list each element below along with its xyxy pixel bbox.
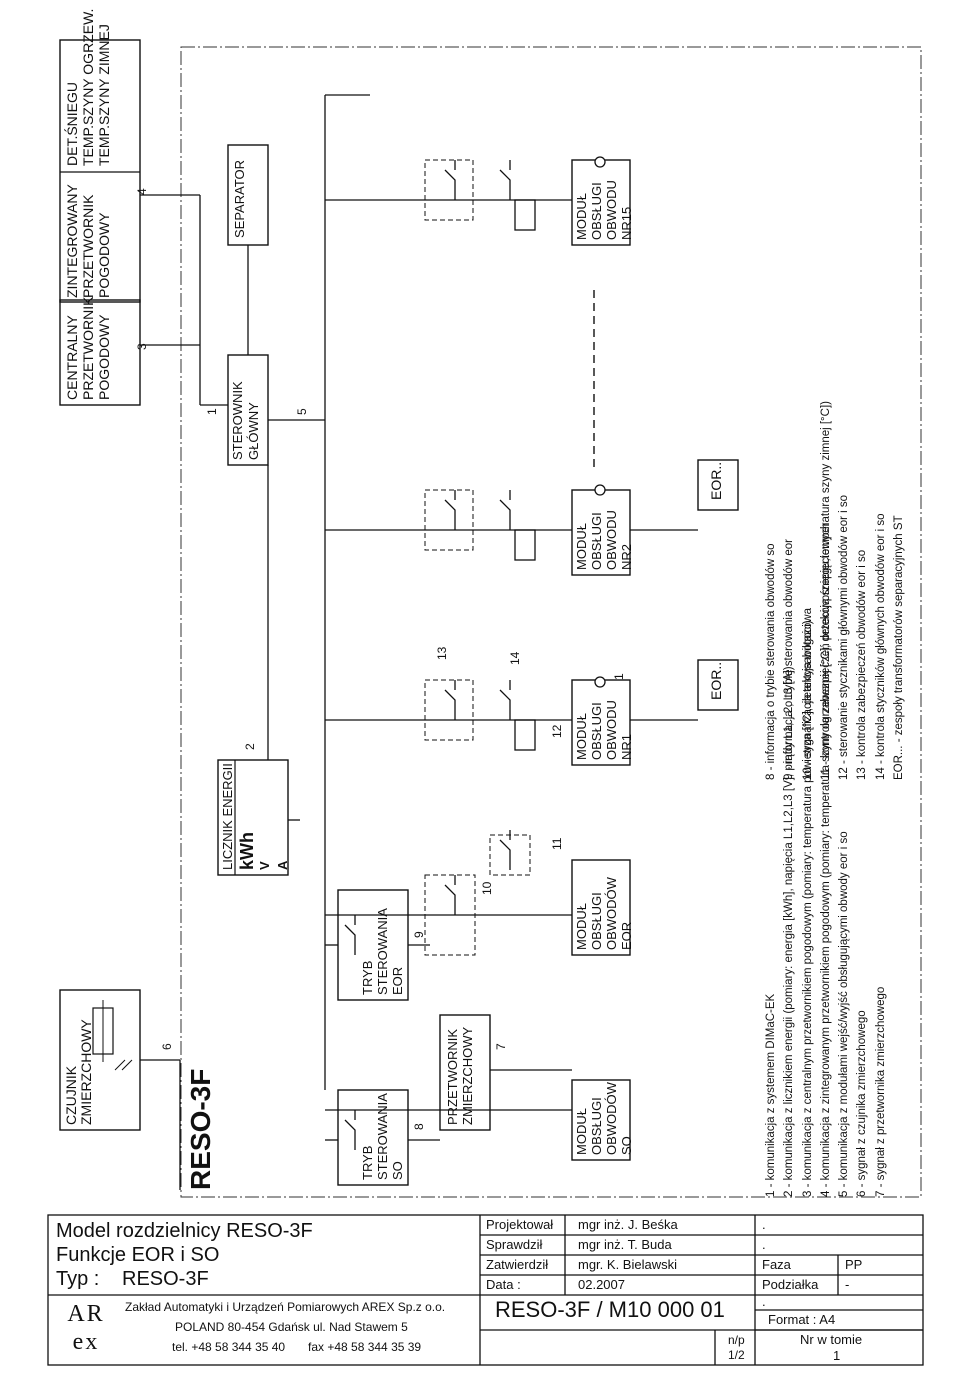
date-label: Data : xyxy=(486,1277,521,1292)
module-eor-box xyxy=(571,859,631,956)
conn-num-1b: 1 xyxy=(612,673,626,680)
terminals xyxy=(594,156,606,688)
type-value: RESO-3F xyxy=(122,1268,209,1290)
phase-value: PP xyxy=(845,1257,863,1272)
central-converter-label: CENTRALNY PRZETWORNIK POGODOWY xyxy=(64,296,112,400)
integrated-converter-label: ZINTEGROWANY PRZETWORNIK POGODOWY xyxy=(64,184,112,298)
switch-symbols xyxy=(344,160,511,1150)
legend-item: 10 - sygnalizacja antysabotażowa xyxy=(801,608,814,780)
module-so-label: MODUŁ OBSŁUGI OBWODÓW SO xyxy=(574,1082,634,1155)
mode-eor-label: TRYB STEROWANIA EOR xyxy=(360,908,405,995)
conn-num-4: 4 xyxy=(135,188,149,195)
company-fax: fax +48 58 344 35 39 xyxy=(308,1340,422,1354)
checked-label: Sprawdził xyxy=(486,1237,543,1252)
checked-value: mgr inż. T. Buda xyxy=(578,1237,672,1252)
dot-2: . xyxy=(762,1237,766,1252)
conn-num-6: 6 xyxy=(160,1043,174,1050)
company-name: Zakład Automatyki i Urządzeń Pomiarowych… xyxy=(125,1300,446,1314)
eor-box-1 xyxy=(697,659,739,711)
arex-logo: AR ex xyxy=(67,1301,105,1355)
approved-value: mgr. K. Bielawski xyxy=(578,1257,677,1272)
eor-box-2 xyxy=(697,459,739,511)
energy-meter-title: LICZNIK ENERGII xyxy=(220,763,235,870)
main-controller-label: STEROWNIK GŁÓWNY xyxy=(230,381,261,460)
conn-num-12: 12 xyxy=(550,724,564,738)
approved-label: Zatwierdził xyxy=(486,1257,549,1272)
twilight-converter-box xyxy=(439,1014,491,1131)
mode-so-box xyxy=(337,1089,409,1186)
legend-item: 8 - informacja o trybie sterowania obwod… xyxy=(765,543,777,780)
conn-num-8: 8 xyxy=(412,1123,426,1130)
enclosure-frame xyxy=(180,46,922,1198)
date-value: 02.2007 xyxy=(578,1277,625,1292)
company-address: POLAND 80-454 Gdańsk ul. Nad Stawem 5 xyxy=(175,1320,408,1334)
energy-meter-unit: kWh V A xyxy=(237,832,290,870)
designed-value: mgr inż. J. Beśka xyxy=(578,1217,678,1232)
legend-col2: 8 - informacja o trybie sterowania obwod… xyxy=(762,495,908,780)
legend-item: 12 - sterowanie stycznikami głównymi obw… xyxy=(838,494,851,780)
dot-1: . xyxy=(762,1217,766,1232)
designed-label: Projektował xyxy=(486,1217,554,1232)
title-block-frame xyxy=(47,1214,924,1366)
conn-num-13: 13 xyxy=(435,646,449,660)
sensor-label-line1: CZUJNIK xyxy=(63,1065,79,1125)
scale-label: Podziałka xyxy=(762,1277,819,1292)
conn-num-2: 2 xyxy=(243,743,257,750)
sensor-label-line2: ZMIERZCHOWY xyxy=(78,1019,94,1125)
twilight-converter-label: PRZETWORNIK ZMIERZCHOWY xyxy=(445,1026,475,1125)
coil-symbols xyxy=(514,199,536,751)
legend-item: 11 - kontrola zabezpieczeń przeciwprzepi… xyxy=(819,522,832,780)
company-phone: tel. +48 58 344 35 40 xyxy=(172,1340,286,1354)
type-label: Typ : xyxy=(56,1268,100,1290)
sensor-label: CZUJNIK ZMIERZCHOWY xyxy=(63,1019,94,1125)
legend-item: 14 - kontrola styczników głównych obwodó… xyxy=(874,513,887,780)
conn-num-14: 14 xyxy=(508,651,522,665)
format-label: Format : A4 xyxy=(768,1312,836,1327)
central-converter-box xyxy=(59,299,141,406)
module-so-box xyxy=(571,1079,631,1161)
wiring xyxy=(140,94,698,1190)
sheet-label: Nr w tomie xyxy=(800,1332,863,1347)
title-line1: Model rozdzielnicy RESO-3F xyxy=(56,1220,313,1242)
eor-label-2: EOR.. xyxy=(708,461,724,500)
legend-item: EOR... - zespoły transformatorów separac… xyxy=(893,515,906,780)
np-label: n/p xyxy=(728,1333,745,1347)
separator-label: SEPARATOR xyxy=(232,159,247,238)
conn-num-5: 5 xyxy=(295,408,309,415)
module-eor-label: MODUŁ OBSŁUGI OBWODÓW EOR xyxy=(574,877,634,950)
title-line2: Funkcje EOR i SO xyxy=(56,1244,220,1266)
contact-groups xyxy=(424,159,531,956)
conn-num-7: 7 xyxy=(494,1043,508,1050)
dot-3: . xyxy=(762,1294,766,1309)
energy-meter-box xyxy=(217,759,289,876)
conn-num-3: 3 xyxy=(135,343,149,350)
conn-num-9: 9 xyxy=(412,931,426,938)
legend-item: 13 - kontrola zabezpieczeń obwodów eor i… xyxy=(856,549,869,780)
sheet-value: 1 xyxy=(833,1348,841,1363)
mode-so-label: TRYB STEROWANIA SO xyxy=(360,1093,405,1180)
conn-num-1: 1 xyxy=(205,408,219,415)
phase-label: Faza xyxy=(762,1257,791,1272)
conn-num-11: 11 xyxy=(550,837,564,850)
legend-item: 9 - informacja o trybie sterowania obwod… xyxy=(783,539,796,780)
conn-num-10: 10 xyxy=(480,881,494,895)
integrated-outputs-label: DET.ŚNIEGU TEMP.SZYNY OGRZEW. TEMP.SZYNY… xyxy=(64,8,112,166)
np-value: 1/2 xyxy=(728,1348,745,1362)
scale-value: - xyxy=(845,1277,850,1292)
drawing-number: RESO-3F / M10 000 01 xyxy=(495,1297,725,1322)
eor-label-1: EOR.. xyxy=(708,661,724,700)
integrated-converter-box xyxy=(59,39,141,303)
module-nr2-label: MODUŁ OBSŁUGI OBWODU NR2 xyxy=(574,510,634,570)
module-nr15-label: MODUŁ OBSŁUGI OBWODU NR15 xyxy=(574,180,634,240)
system-name: RESO-3F xyxy=(185,1068,216,1190)
module-nr1-label: MODUŁ OBSŁUGI OBWODU NR1 xyxy=(574,700,634,760)
photocell-icon xyxy=(92,1000,133,1071)
